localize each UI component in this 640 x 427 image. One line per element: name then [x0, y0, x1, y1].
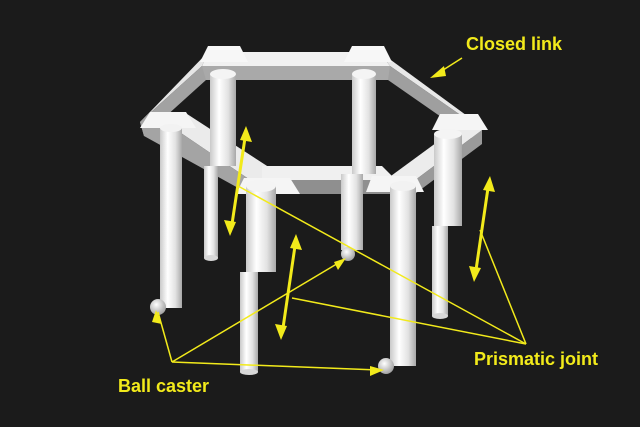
prismatic-motion-arrows	[224, 126, 495, 340]
leg-right	[432, 129, 462, 319]
ball-caster-back-right	[341, 247, 355, 261]
leg-left	[150, 124, 182, 315]
leader-lines	[152, 57, 527, 376]
leg-back-left	[204, 69, 236, 261]
leg-back-right	[341, 69, 376, 261]
label-closed-link: Closed link	[466, 34, 563, 54]
leg-front-center	[240, 180, 276, 375]
label-ball-caster: Ball caster	[118, 376, 209, 396]
ball-caster-left	[150, 299, 166, 315]
ball-caster-front-right	[378, 358, 394, 374]
label-prismatic-joint: Prismatic joint	[474, 349, 598, 369]
